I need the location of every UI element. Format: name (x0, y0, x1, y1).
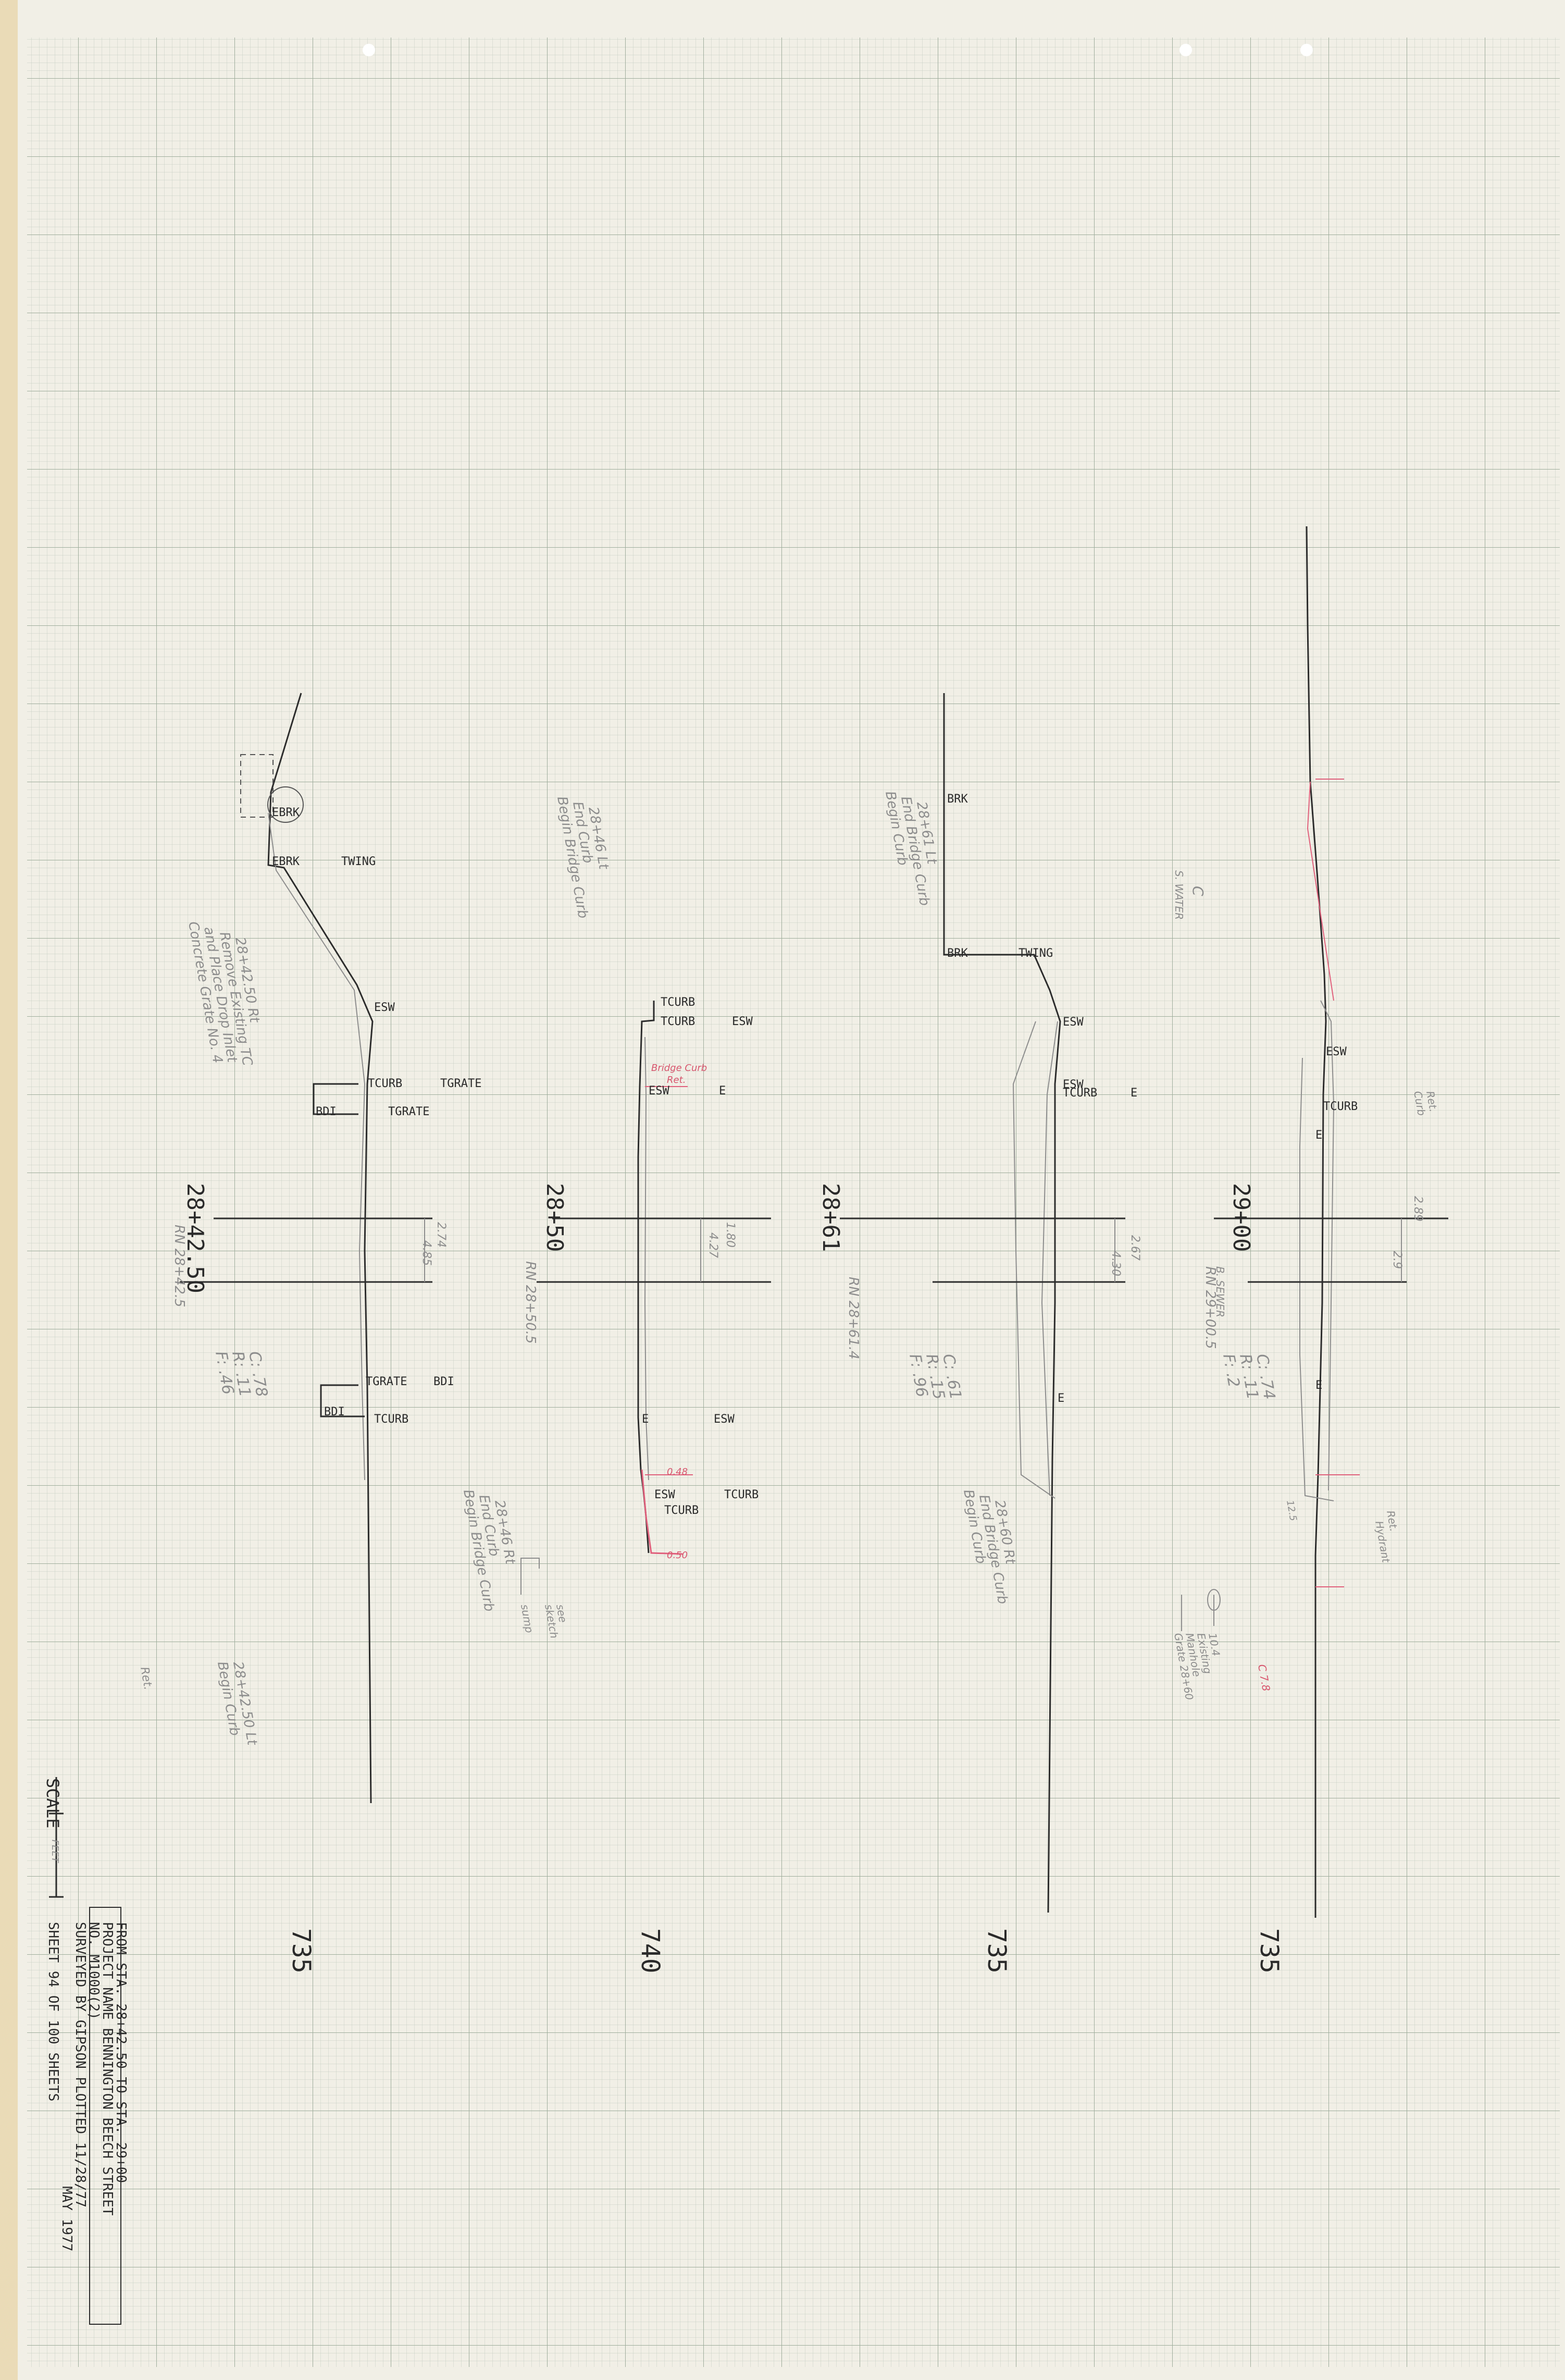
manhole-sketch (1207, 1589, 1221, 1611)
design-profile-right (1041, 1021, 1058, 1496)
red-note: 0.50 (667, 1550, 688, 1561)
point-label: ESW (714, 1413, 735, 1426)
station-sub-note: RN 28+42.5 (171, 1225, 187, 1308)
point-label: TCURB (374, 1413, 408, 1426)
point-label: EBRK (272, 855, 300, 868)
red-revision (641, 1469, 683, 1555)
point-label: E (1315, 1129, 1322, 1142)
point-label: TWING (341, 855, 376, 868)
scale-units: FEET (49, 1840, 60, 1864)
station-label: 29+00 (1228, 1183, 1255, 1252)
station-sub-note: RN 28+50.5 (523, 1261, 538, 1344)
hand-note: S. WATER (1173, 870, 1185, 920)
point-label: ESW (654, 1488, 675, 1501)
design-profile-left (1299, 1057, 1334, 1501)
punch-hole (363, 44, 375, 56)
design-profile (644, 1037, 649, 1481)
section-28-42-50: 28+42.50 RN 28+42.5 735 2.74 4.85 EBRK E… (138, 693, 481, 1974)
red-note: 0.48 (667, 1466, 688, 1477)
dim-label: 1.80 (724, 1222, 737, 1248)
title-project: PROJECT NAME BENNINGTON BEECH STREET (100, 1922, 115, 2216)
point-label: E (1058, 1392, 1064, 1405)
design-profile (268, 812, 366, 1481)
point-label: TCURB (1323, 1100, 1358, 1113)
dim-label: 2.67 (1128, 1235, 1141, 1261)
point-label: TCURB (661, 1015, 695, 1028)
drop-inlet-top (313, 1083, 358, 1115)
hand-note: B. SEWER (1214, 1266, 1226, 1317)
ground-profile (943, 693, 1061, 1913)
title-block: FROM STA. 28+42.50 TO STA. 29+00 PROJECT… (45, 1907, 129, 2325)
dim-label: 4.85 (420, 1240, 433, 1266)
dim-label: 2.74 (434, 1222, 448, 1248)
point-label: TCURB (368, 1077, 402, 1090)
point-label: EBRK (272, 806, 300, 819)
point-label: TCURB (1063, 1087, 1097, 1100)
point-label: E (1315, 1379, 1322, 1392)
point-label: BDI (316, 1105, 337, 1118)
title-surveyed: SURVEYED BY GIPSON PLOTTED 11/28/77 (72, 1922, 88, 2208)
title-block-border (89, 1907, 121, 2325)
title-sheet: SHEET 94 OF 100 SHEETS (45, 1922, 61, 2101)
drop-inlet-bottom (320, 1384, 365, 1417)
elevation-label: 735 (982, 1928, 1011, 1974)
station-label: 28+50 (541, 1183, 568, 1252)
scale-bar: SCALE FEET (43, 1777, 64, 1898)
title-from-to: FROM STA. 28+42.50 TO STA. 29+00 (113, 1922, 129, 2183)
ground-profile (267, 693, 374, 1804)
point-label: ESW (1063, 1016, 1084, 1029)
point-label: ESW (374, 1001, 395, 1014)
dim-label: 4.27 (706, 1232, 719, 1258)
point-label: BRK (947, 793, 968, 806)
inlet-circle (267, 786, 304, 823)
punch-hole (1179, 44, 1192, 56)
point-label: TCURB (724, 1488, 759, 1501)
design-profile-left (1012, 1021, 1055, 1499)
station-sub-note: RN 29+00.5 (1202, 1266, 1218, 1349)
point-label: TGRATE (388, 1105, 429, 1118)
dim-label: 2.9 (1390, 1251, 1403, 1269)
elevation-label: 735 (287, 1928, 316, 1974)
title-date: MAY 1977 (59, 2186, 74, 2251)
station-label: 28+61 (817, 1183, 844, 1252)
point-label: TWING (1019, 947, 1053, 960)
design-profile-right (1320, 1000, 1335, 1491)
dim-label: 4.30 (1109, 1251, 1122, 1276)
point-label: TCURB (664, 1504, 699, 1517)
graph-grid (27, 38, 1560, 2367)
point-label: E (719, 1084, 726, 1097)
station-label: 28+42.50 (182, 1183, 208, 1293)
hand-note: see (554, 1604, 569, 1624)
red-note: Ret. (667, 1075, 686, 1086)
point-label: BDI (324, 1405, 345, 1419)
red-note: Bridge Curb (651, 1063, 707, 1074)
point-label: ESW (649, 1084, 669, 1097)
station-sub-note: RN 28+61.4 (846, 1277, 861, 1360)
ground-profile (1306, 526, 1327, 1918)
scale-label: SCALE (43, 1778, 63, 1828)
dim-label: 2.89 (1411, 1196, 1424, 1222)
point-label: TCURB (661, 996, 695, 1009)
section-28-50: 28+50 RN 28+50.5 740 1.80 4.27 TCURB TCU… (460, 795, 771, 1974)
punch-hole (1300, 44, 1313, 56)
point-label: BDI (433, 1375, 454, 1388)
sump-sketch (520, 1558, 540, 1595)
elevation-label: 735 (1255, 1928, 1284, 1974)
red-revision (1307, 781, 1334, 1001)
point-label: ESW (732, 1015, 753, 1028)
point-label: E (642, 1413, 649, 1426)
point-label: E (1131, 1087, 1137, 1100)
point-label: ESW (1063, 1078, 1084, 1091)
paper-edge (0, 0, 18, 2380)
point-label: TGRATE (366, 1375, 407, 1388)
hand-note: C (1189, 886, 1207, 896)
title-number: NO. M1000(2) (86, 1922, 102, 2020)
elevation-label: 740 (636, 1928, 665, 1974)
point-label: BRK (947, 947, 968, 960)
point-label: TGRATE (440, 1077, 481, 1090)
point-label: ESW (1326, 1045, 1347, 1058)
